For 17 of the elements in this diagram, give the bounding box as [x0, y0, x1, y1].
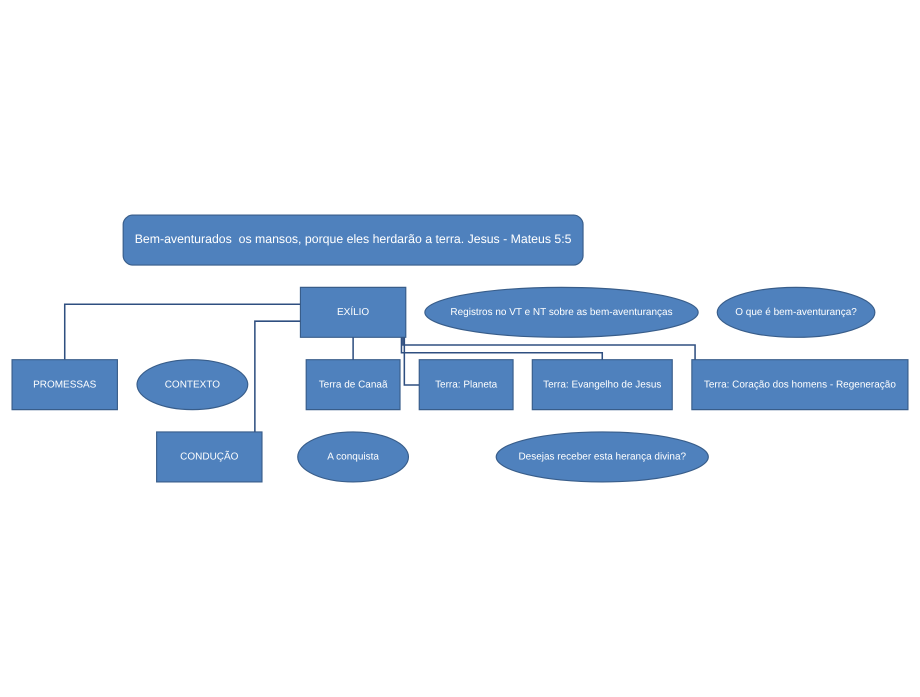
node-box: Terra: Coração dos homens - Regeneração: [691, 359, 909, 410]
node-box: Terra: Evangelho de Jesus: [532, 359, 673, 410]
node-box: Bem-aventurados os mansos, porque eles herdarão a terra. Jesus - Mateus 5:5: [122, 214, 584, 266]
node-ellipse: A conquista: [297, 431, 410, 482]
node-box: CONDUÇÃO: [156, 431, 263, 482]
node-ellipse: CONTEXTO: [136, 359, 248, 410]
connector: [352, 337, 354, 360]
connector: [254, 320, 300, 432]
node-box: Terra: Planeta: [418, 359, 514, 410]
node-box: PROMESSAS: [11, 359, 118, 410]
node-ellipse: Registros no VT e NT sobre as bem-aventuranças: [424, 286, 699, 338]
connector: [400, 337, 604, 360]
node-box: Terra de Canaã: [306, 359, 401, 410]
node-box: EXÍLIO: [300, 286, 406, 338]
node-ellipse: O que é bem-aventurança?: [716, 286, 876, 338]
node-ellipse: Desejas receber esta herança divina?: [496, 431, 709, 482]
connector: [64, 304, 300, 360]
